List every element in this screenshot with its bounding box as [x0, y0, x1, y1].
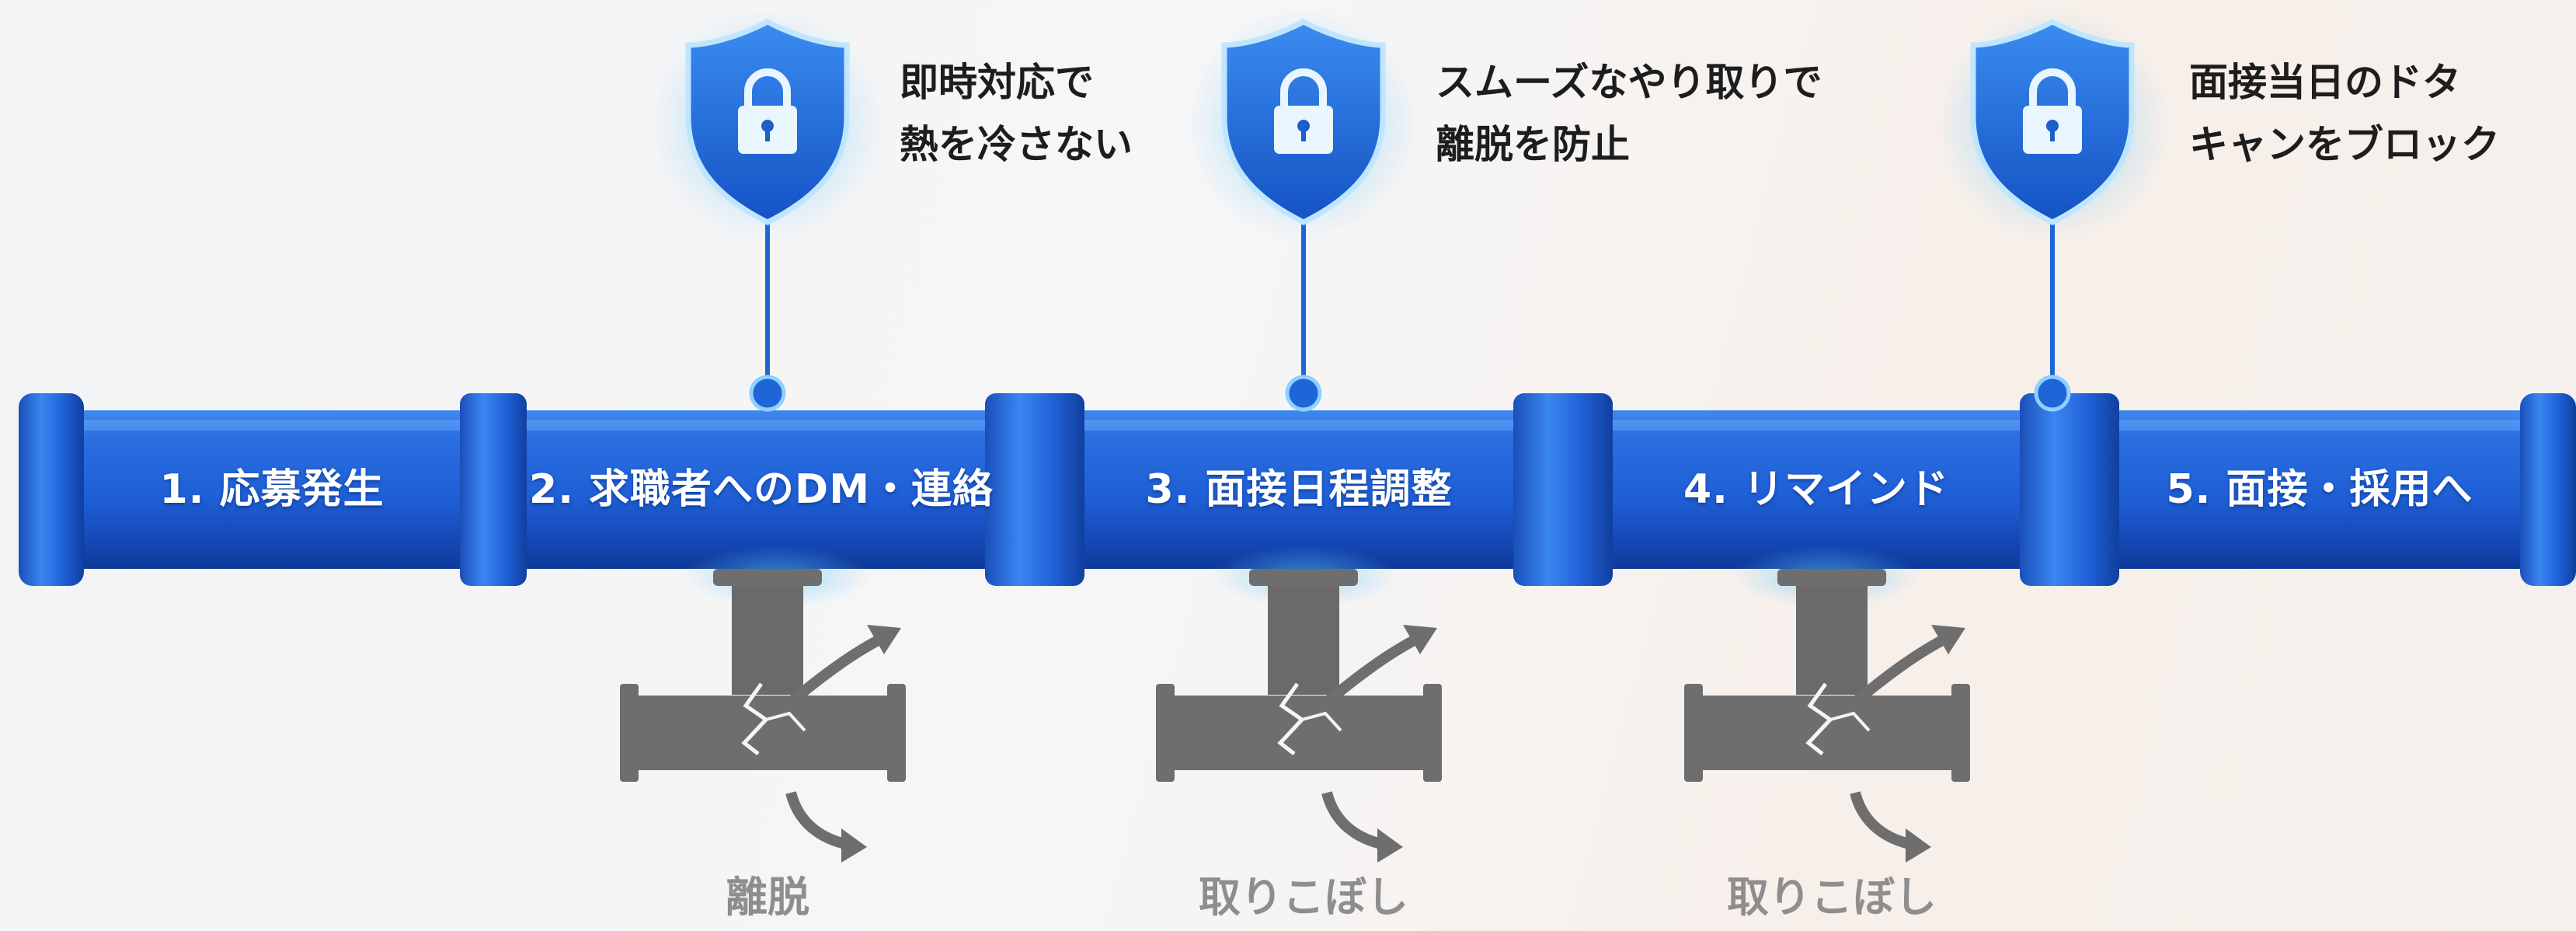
pipe-coupling-1 — [460, 393, 527, 586]
shield-2 — [1187, 8, 1420, 412]
pipe-coupling-3 — [1513, 393, 1613, 586]
shield-1 — [651, 8, 884, 412]
stage-1-label: 1. 応募発生 — [159, 466, 385, 513]
pipe-end-cap-right — [2520, 393, 2576, 586]
shield-1-caption-line: 即時対応で — [900, 60, 1094, 105]
shield-3 — [1936, 8, 2169, 412]
shield-3-caption-line: キャンをブロック — [2189, 122, 2500, 167]
shield-2-caption: スムーズなやり取りで 離脱を防止 — [1436, 51, 1822, 176]
leak-3-label: 取りこぼし — [1727, 873, 1937, 922]
main-pipe — [31, 410, 2545, 569]
shield-3-caption-line: 面接当日のドタ — [2189, 60, 2461, 105]
leak-1-label: 離脱 — [726, 873, 809, 922]
broken-pipe-icon — [1684, 569, 1970, 863]
broken-pipe-icon — [620, 569, 906, 863]
shield-1-caption: 即時対応で 熱を冷さない — [900, 51, 1133, 176]
shield-1-caption-line: 熱を冷さない — [900, 122, 1133, 167]
shield-2-caption-line: スムーズなやり取りで — [1436, 60, 1822, 105]
pipe-coupling-2 — [985, 393, 1084, 586]
shield-2-caption-line: 離脱を防止 — [1436, 122, 1630, 167]
stage-5-label: 5. 面接・採用へ — [2166, 466, 2473, 513]
shield-connector-dot — [2034, 375, 2071, 412]
stage-3-label: 3. 面接日程調整 — [1145, 466, 1453, 513]
broken-pipe-icon — [1156, 569, 1442, 863]
stage-2-label: 2. 求職者へのDM・連絡 — [529, 466, 994, 513]
shield-connector-dot — [749, 375, 786, 412]
stage-4-label: 4. リマインド — [1683, 466, 1950, 513]
pipe-end-cap-left — [19, 393, 84, 586]
pipe-coupling-4 — [2020, 393, 2119, 586]
shield-connector-dot — [1285, 375, 1322, 412]
leak-2-label: 取りこぼし — [1199, 873, 1408, 922]
shield-3-caption: 面接当日のドタ キャンをブロック — [2189, 51, 2500, 176]
